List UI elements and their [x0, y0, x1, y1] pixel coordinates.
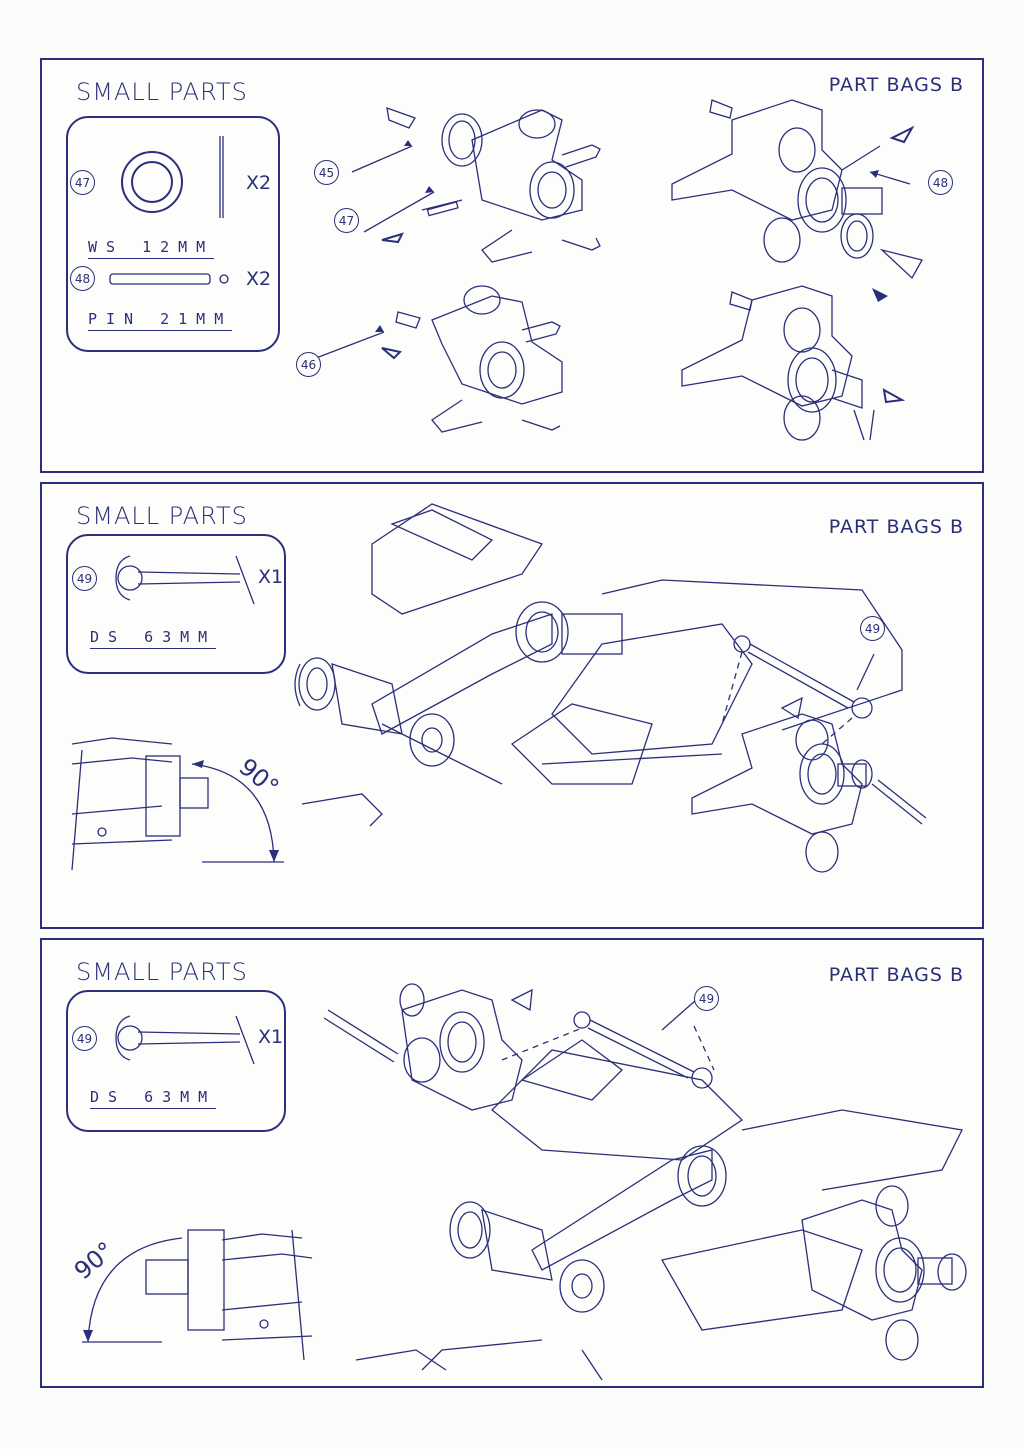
rear-suspension-drawing: 90° — [71, 503, 927, 873]
qty-label: X2 — [246, 268, 272, 290]
angle-label: 90° — [69, 1236, 120, 1285]
callout-49: 49 — [694, 986, 719, 1011]
callout-45: 45 — [314, 160, 339, 185]
step-panel-1: SMALL PARTS PART BAGS B 47 X2 WS 12MM 48… — [40, 58, 984, 473]
step-panel-2: SMALL PARTS PART BAGS B 49 X1 DS 63MM — [40, 482, 984, 929]
small-parts-title: SMALL PARTS — [76, 958, 248, 986]
pin-spec: PIN 21MM — [88, 310, 233, 331]
washer-icon — [109, 136, 229, 285]
driveshaft-icon — [115, 555, 255, 605]
part-number-49: 49 — [72, 566, 97, 591]
callout-47: 47 — [334, 208, 359, 233]
front-suspension-drawing: 90° — [69, 983, 967, 1381]
driveshaft-spec: DS 63MM — [90, 628, 217, 649]
step-panel-3: SMALL PARTS PART BAGS B 49 X1 DS 63MM — [40, 938, 984, 1388]
angle-label: 90° — [234, 753, 285, 802]
part-number-49: 49 — [72, 1026, 97, 1051]
qty-label: X1 — [258, 1026, 284, 1048]
part-bags-label: PART BAGS B — [828, 964, 964, 986]
part-number-47: 47 — [70, 170, 95, 195]
small-parts-box: 49 X1 DS 63MM — [66, 534, 286, 674]
callout-49: 49 — [860, 616, 885, 641]
small-parts-title: SMALL PARTS — [76, 78, 248, 106]
part-bags-label: PART BAGS B — [828, 516, 964, 538]
upright-assembly-drawing — [315, 99, 923, 441]
small-parts-title: SMALL PARTS — [76, 502, 248, 530]
small-parts-box: 47 X2 WS 12MM 48 X2 PIN 21MM — [66, 116, 280, 352]
qty-label: X1 — [258, 566, 284, 588]
part-bags-label: PART BAGS B — [828, 74, 964, 96]
driveshaft-spec: DS 63MM — [90, 1088, 217, 1109]
qty-label: X2 — [246, 172, 272, 194]
washer-spec: WS 12MM — [88, 238, 215, 259]
driveshaft-icon — [115, 1015, 255, 1065]
small-parts-box: 49 X1 DS 63MM — [66, 990, 286, 1132]
callout-48: 48 — [928, 170, 953, 195]
callout-46: 46 — [296, 352, 321, 377]
part-number-48: 48 — [70, 266, 95, 291]
